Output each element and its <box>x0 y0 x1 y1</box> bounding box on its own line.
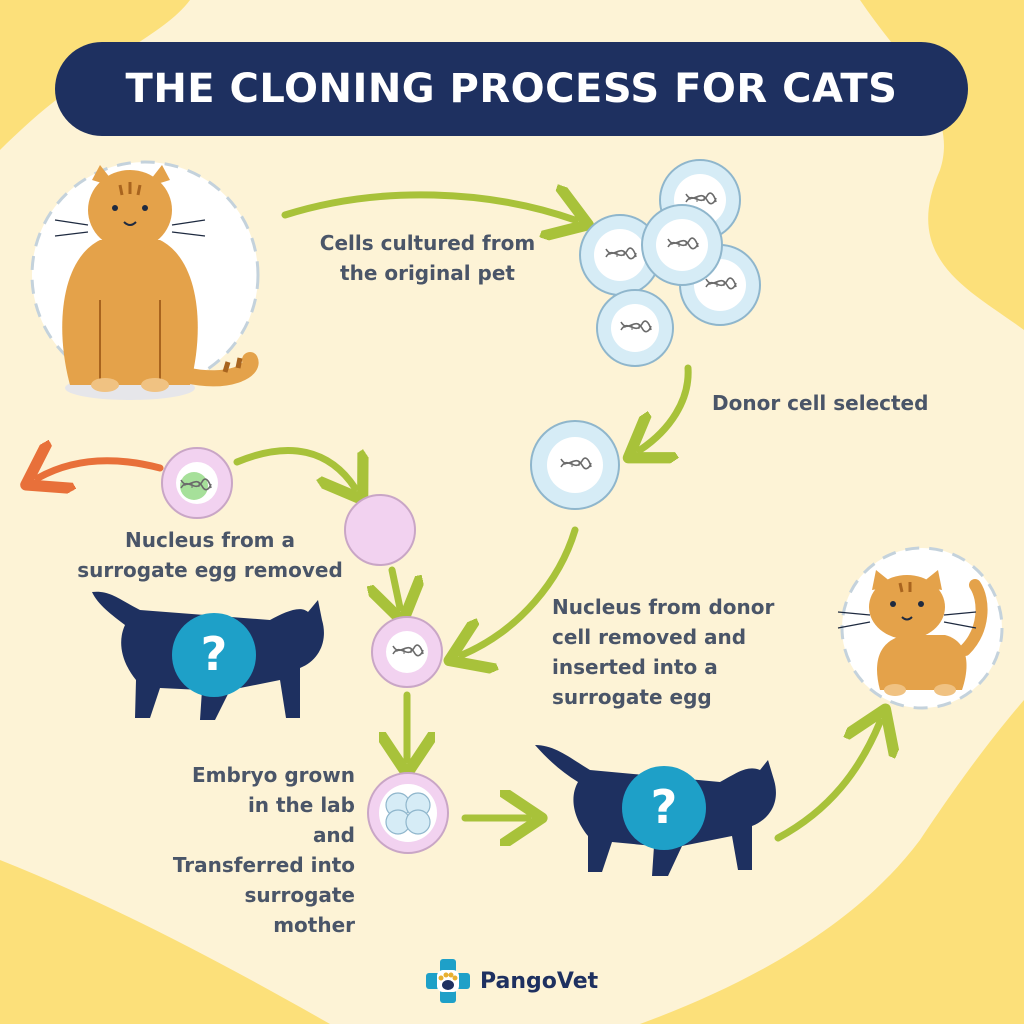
arrow-to-injected-egg <box>462 526 579 655</box>
arrow-nucleus-removed <box>38 461 164 478</box>
arrow-empty-to-injected <box>392 566 400 608</box>
injected-egg <box>371 616 443 688</box>
arrow-to-cells <box>281 195 575 220</box>
surrogate-cat-left: ? <box>92 591 324 720</box>
logo-paw-cross-icon <box>426 959 470 1003</box>
surrogate-egg-with-nucleus <box>161 447 233 519</box>
title-banner: THE CLONING PROCESS FOR CATS <box>55 42 968 136</box>
arrow-to-empty-egg <box>233 447 355 488</box>
arrow-to-kitten <box>774 722 880 842</box>
pangovet-logo: PangoVet <box>424 955 614 1007</box>
svg-text:?: ? <box>201 627 228 681</box>
label-embryo: Embryo grown in the lab and Transferred … <box>172 763 355 937</box>
label-nucleus-inserted: Nucleus from donor cell removed and inse… <box>552 595 775 709</box>
empty-egg <box>344 494 416 566</box>
label-donor-selected: Donor cell selected <box>712 391 929 415</box>
logo-text: PangoVet <box>480 968 599 994</box>
cultured-cells-cluster <box>579 159 761 367</box>
embryo <box>367 772 449 854</box>
arrow-to-donor-cell <box>640 364 692 450</box>
label-nucleus-removed: Nucleus from a surrogate egg removed <box>77 528 343 582</box>
svg-text:?: ? <box>651 780 678 834</box>
cloned-kitten <box>837 546 1004 710</box>
surrogate-cat-right: ? <box>535 745 776 876</box>
donor-cell <box>530 420 620 510</box>
original-cat-illustration <box>30 160 260 400</box>
label-cells-cultured: Cells cultured from the original pet <box>319 231 536 285</box>
page-title: THE CLONING PROCESS FOR CATS <box>125 66 898 112</box>
